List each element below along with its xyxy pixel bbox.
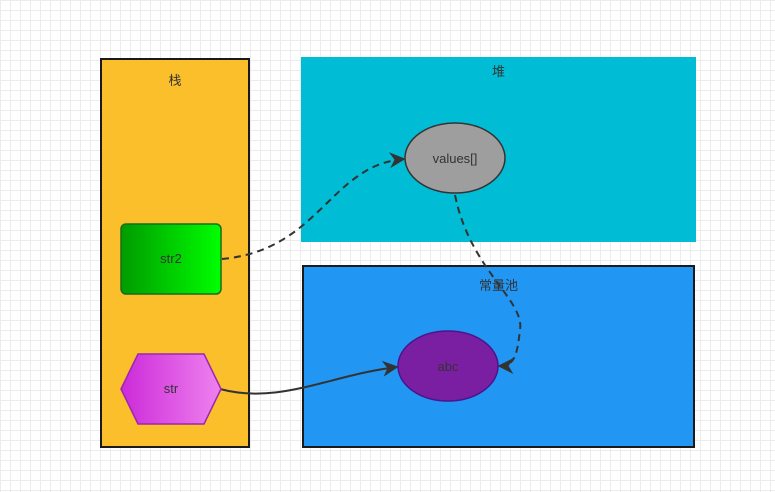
heap-label: 堆 (491, 64, 505, 79)
edge-values-to-abc (454, 194, 522, 374)
edge-str2-to-values (221, 152, 406, 260)
str2-label: str2 (160, 251, 182, 266)
str-label: str (164, 381, 179, 396)
stack-label: 栈 (168, 73, 182, 88)
constant-pool-region[interactable]: 常量池 (302, 265, 695, 448)
edge-str-to-abc (219, 360, 399, 395)
values-label: values[] (433, 151, 478, 166)
abc-label: abc (438, 359, 459, 374)
abc-node[interactable]: abc (397, 330, 499, 402)
str-node[interactable]: str (120, 353, 222, 425)
str2-node[interactable]: str2 (120, 223, 222, 295)
values-node[interactable]: values[] (404, 122, 506, 194)
